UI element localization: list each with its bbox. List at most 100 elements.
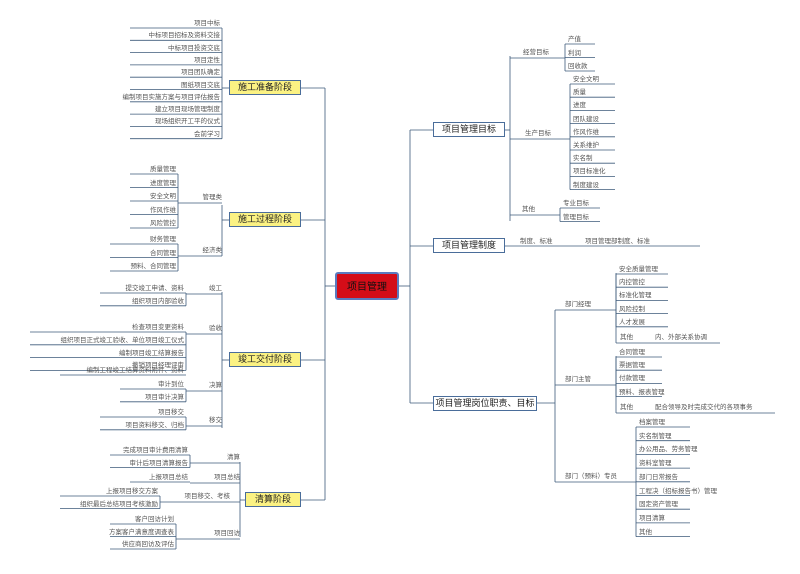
settle-handover-item: 组织最后总结项目考核激励 (80, 499, 158, 508)
role-manager-item: 内控管控 (619, 278, 645, 287)
prep-item: 中标项目投资交底 (168, 43, 220, 52)
system-item: 项目管理部制度、标准 (585, 237, 650, 245)
goal-production-item: 关系维护 (573, 141, 599, 149)
settle-summary-item: 上报项目总结 (149, 473, 188, 481)
branch-prep[interactable]: 施工准备阶段 (229, 80, 301, 95)
prep-item: 项目定性 (194, 55, 220, 64)
goal-business-item: 利润 (568, 48, 581, 57)
system-label: 制度、标准 (520, 237, 553, 245)
role-specialist-item: 档案管理 (639, 418, 665, 426)
prep-item: 编制项目实施方案与项目评估报告 (122, 92, 221, 101)
role-specialist-item: 项目清算 (639, 513, 665, 522)
role-specialist-item: 实名制管理 (639, 431, 672, 440)
goal-production-item: 作风作维 (573, 127, 599, 136)
settle-g1-label: 清算 (227, 453, 240, 461)
branch-roles[interactable]: 项目管理岗位职责、目标 (433, 396, 537, 411)
role-manager-item: 人才发展 (619, 317, 645, 326)
branch-system[interactable]: 项目管理制度 (433, 238, 505, 253)
completion-accept-item: 组织项目内部验收 (132, 296, 184, 305)
goal-other-item: 专业目标 (563, 199, 589, 207)
goal-g2-label: 生产目标 (525, 129, 551, 137)
role-d2-label: 部门主管 (565, 375, 591, 383)
role-d1-other: 内、外部关系协调 (655, 333, 707, 341)
role-specialist-item: 其他 (639, 527, 652, 536)
settle-visit-item: 方案客户满意度调查表 (109, 527, 174, 536)
process-fin-item: 财务管理 (150, 235, 176, 243)
prep-item: 项目团队确定 (181, 68, 220, 77)
prep-item: 现场组织开工平的仪式 (155, 117, 220, 126)
settle-g2-label: 项目总结 (214, 473, 240, 481)
role-d1-other-label: 其他 (620, 333, 633, 341)
process-mgmt-item: 安全文明 (150, 192, 176, 200)
completion-g1-label: 竣工 (209, 284, 222, 292)
process-mgmt-item: 风险管控 (150, 219, 176, 227)
completion-handover-item: 项目移交 (158, 408, 184, 416)
completion-doc-item: 编制工程竣工结算资料附件、资料 (86, 366, 185, 374)
role-specialist-item: 工程决（招标报告书）管理 (639, 486, 717, 495)
process-fin-item: 预料、合同管理 (130, 262, 177, 270)
process-mgmt-item: 作风作维 (150, 205, 176, 214)
goal-other-item: 管理目标 (563, 212, 589, 221)
goal-production-item: 进度 (573, 101, 586, 110)
settle-visit-item: 客户回访计划 (135, 515, 174, 523)
prep-item: 中标项目招标及资料交接 (148, 31, 221, 40)
process-mgmt-item: 进度管理 (150, 178, 176, 187)
role-specialist-item: 固定资产管理 (639, 500, 678, 509)
branch-completion[interactable]: 竣工交付阶段 (229, 352, 301, 367)
completion-accept-item: 提交竣工申请、资料 (125, 284, 185, 292)
completion-check-item: 组织项目正式竣工验收、单位项目竣工仪式 (60, 335, 185, 344)
completion-final-item: 项目审计决算 (145, 392, 184, 401)
process-mgmt-label: 管理类 (202, 193, 223, 201)
completion-handover-item: 项目资料移交、归档 (125, 420, 185, 429)
completion-g2-label: 验收 (209, 324, 222, 332)
goal-g1-label: 经营目标 (523, 48, 549, 56)
root-node[interactable]: 项目管理 (335, 272, 399, 300)
completion-g5-label: 移交 (209, 416, 222, 424)
settle-clear-item: 审计后项目清算报告 (129, 458, 189, 467)
prep-item: 建立项目现场管理制度 (155, 105, 220, 114)
completion-check-item: 编制项目竣工结算报告 (119, 348, 184, 357)
role-supervisor-item: 票据管理 (619, 361, 645, 370)
role-specialist-item: 部门日常报告 (639, 472, 678, 481)
role-d1-label: 部门经理 (565, 300, 591, 308)
role-d2-other: 配合领导及时完成交代的各项事务 (655, 403, 753, 411)
role-manager-item: 安全质量管理 (619, 265, 658, 273)
branch-process[interactable]: 施工过程阶段 (229, 212, 301, 227)
settle-g3-label: 项目移交、考核 (184, 492, 231, 500)
goal-production-item: 项目标准化 (573, 167, 606, 176)
goal-production-item: 质量 (573, 88, 586, 97)
goal-business-item: 回收款 (568, 62, 588, 70)
role-d2-other-label: 其他 (620, 403, 633, 411)
settle-clear-item: 完成项目审计费用清算 (123, 446, 188, 454)
goal-production-item: 制度建设 (573, 180, 599, 189)
prep-item: 会前学习 (194, 129, 220, 138)
goal-business-item: 产值 (568, 35, 581, 43)
process-fin-label: 经济类 (202, 246, 223, 254)
role-specialist-item: 资料室管理 (639, 459, 672, 468)
completion-final-item: 审计到位 (158, 380, 184, 388)
goal-production-item: 团队建设 (573, 114, 599, 123)
completion-g4-label: 决算 (209, 381, 222, 389)
process-fin-item: 合同管理 (150, 248, 176, 257)
role-supervisor-item: 预料、报表管理 (619, 387, 665, 396)
goal-g3-label: 其他 (522, 205, 535, 213)
process-mgmt-item: 质量管理 (150, 165, 176, 173)
completion-check-item: 检查项目变更资料 (132, 323, 184, 331)
completion-check-item: 撤销项目经理评审 (132, 361, 184, 370)
goal-production-item: 安全文明 (573, 75, 599, 83)
role-d3-label: 部门（预料）专员 (565, 472, 617, 480)
settle-g4-label: 项目回访 (214, 529, 240, 537)
settle-handover-item: 上报项目移交方案 (106, 487, 158, 495)
branch-settle[interactable]: 清算阶段 (245, 492, 301, 507)
prep-item: 项目中标 (194, 19, 220, 27)
role-manager-item: 标准化管理 (619, 291, 652, 300)
role-supervisor-item: 合同管理 (619, 348, 645, 356)
role-specialist-item: 办公用品、劳务管理 (639, 445, 698, 454)
settle-visit-item: 供应商回访及评估 (122, 540, 174, 548)
role-manager-item: 风险控制 (619, 304, 645, 313)
goal-production-item: 实名制 (573, 154, 593, 163)
branch-goal[interactable]: 项目管理目标 (433, 122, 505, 137)
role-supervisor-item: 付款管理 (619, 374, 645, 383)
prep-item: 图纸项目交底 (181, 80, 220, 89)
